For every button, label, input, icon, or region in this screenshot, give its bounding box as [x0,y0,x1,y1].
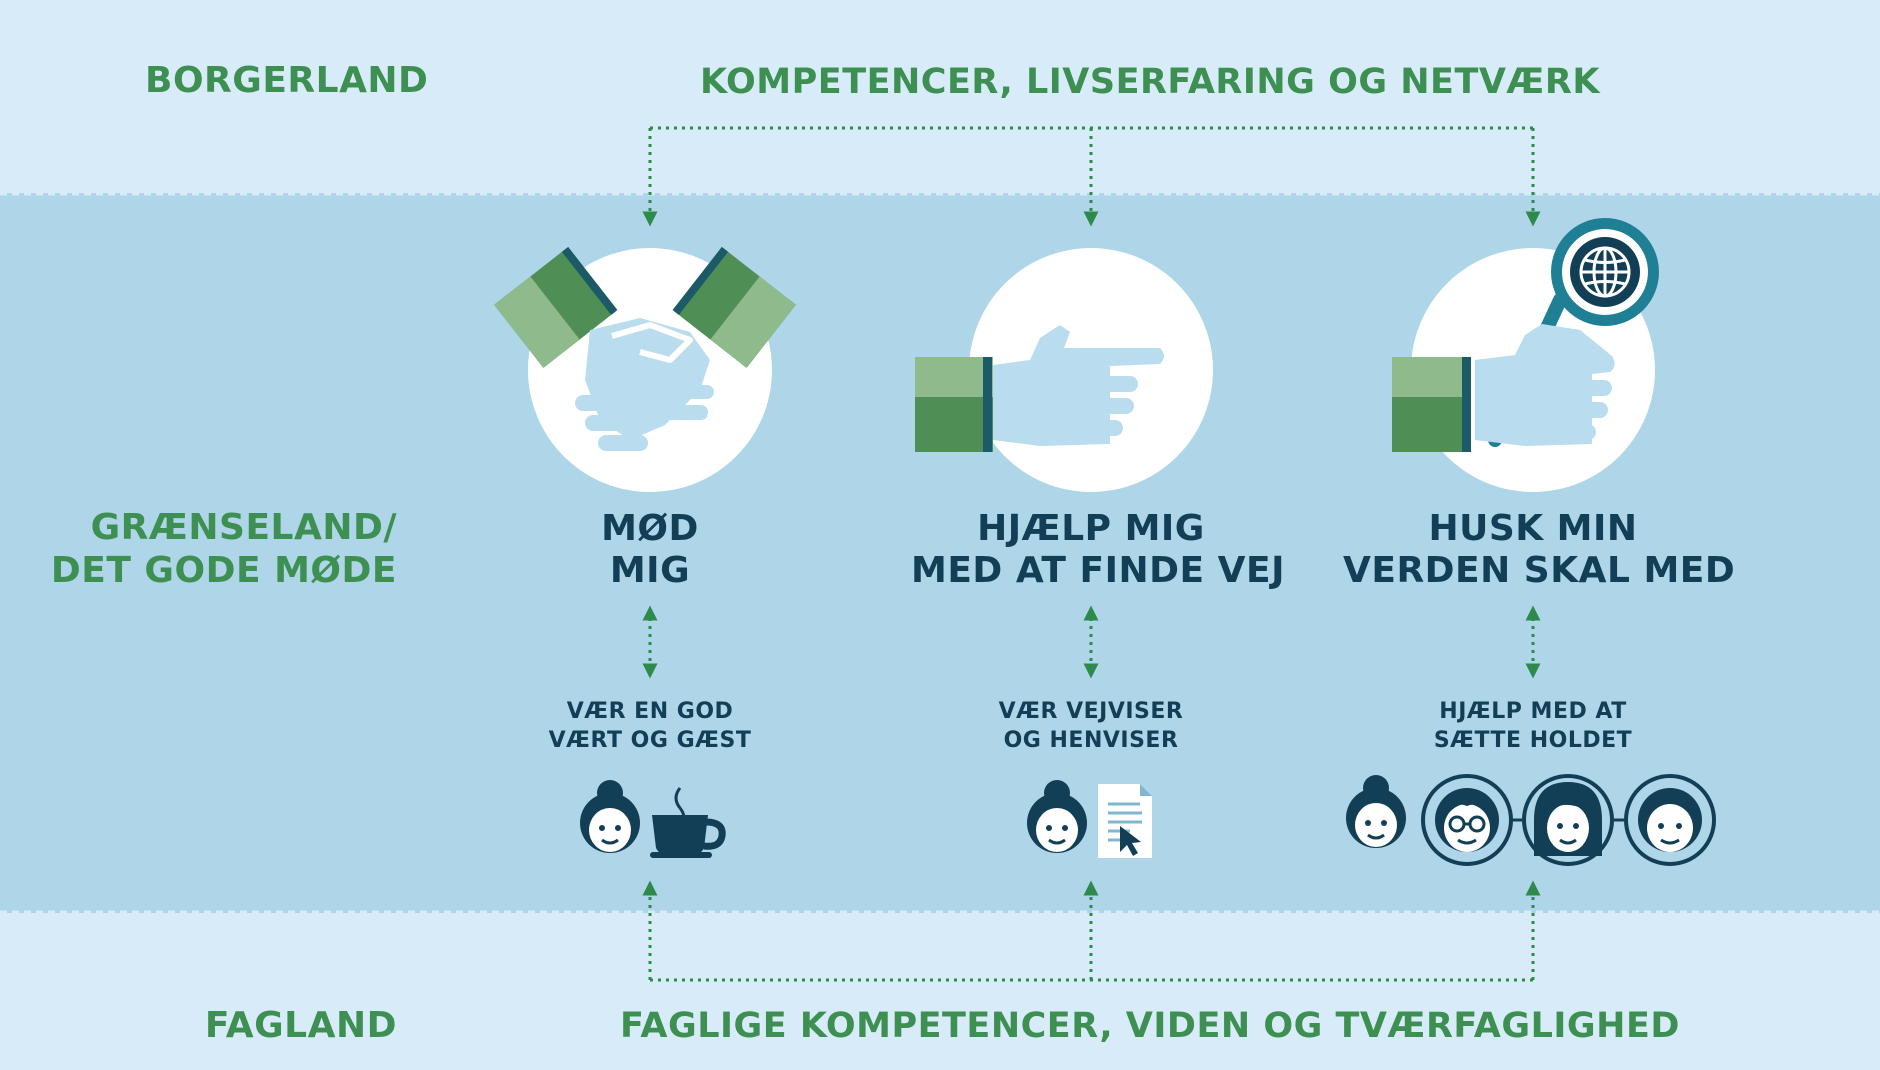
handshake-icon [494,246,796,492]
panel-title-line-1: MØD [601,508,699,549]
document-cursor-icon [1098,784,1152,858]
woman-icon [580,780,640,853]
man-glasses-icon [1421,774,1513,866]
panel-subtitle-line-2: VÆRT OG GÆST [548,728,752,753]
zone-label-graenseland-line-2: DET GODE MØDE [50,550,397,591]
heading-bottom: FAGLIGE KOMPETENCER, VIDEN OG TVÆRFAGLIG… [620,1006,1680,1046]
pointing-hand-icon [915,248,1213,492]
panel-title-line-1: HUSK MIN [1428,508,1638,549]
panel-title-line-2: VERDEN SKAL MED [1343,550,1736,591]
panel-subtitle-line-1: VÆR EN GOD [566,699,734,724]
connectors-top [642,126,1541,227]
panel-title-mod-mig: MØD MIG [500,508,800,592]
woman-icon [1346,775,1406,848]
zone-label-fagland: FAGLAND [204,1005,397,1046]
panel-title-line-2: MIG [609,550,691,591]
zone-label-graenseland-line-1: GRÆNSELAND/ [90,507,397,548]
woman-hair-icon [1522,774,1614,866]
connectors-middle [642,605,1541,679]
panel-subtitle-mod-mig: VÆR EN GOD VÆRT OG GÆST [500,697,800,755]
heading-top: KOMPETENCER, LIVSERFARING OG NETVÆRK [700,62,1600,102]
woman-icon [1027,780,1087,853]
panel-title-line-2: MED AT FINDE VEJ [911,550,1285,591]
panel-subtitle-line-2: OG HENVISER [1003,728,1179,753]
panel-subtitle-line-1: HJÆLP MED AT [1439,699,1627,724]
coffee-cup-icon [650,787,726,858]
panel-title-hjaelp-mig: HJÆLP MIG MED AT FINDE VEJ [911,508,1285,592]
zone-label-graenseland: GRÆNSELAND/ DET GODE MØDE [51,506,397,592]
panel-subtitle-husk-min-verden: HJÆLP MED AT SÆTTE HOLDET [1383,697,1683,755]
panel-subtitle-hjaelp-mig: VÆR VEJVISER OG HENVISER [941,697,1241,755]
hand-magnifier-globe-icon [1392,218,1659,492]
band-fagland [0,913,1880,1070]
boy-icon [1624,774,1716,866]
connectors-bottom [642,880,1541,982]
band-borgerland [0,0,1880,193]
panel-subtitle-line-2: SÆTTE HOLDET [1433,728,1633,753]
zone-label-borgerland: BORGERLAND [145,60,429,101]
panel-title-husk-min-verden: HUSK MIN VERDEN SKAL MED [1343,508,1736,592]
panel-subtitle-line-1: VÆR VEJVISER [998,699,1184,724]
panel-title-line-1: HJÆLP MIG [977,508,1205,549]
